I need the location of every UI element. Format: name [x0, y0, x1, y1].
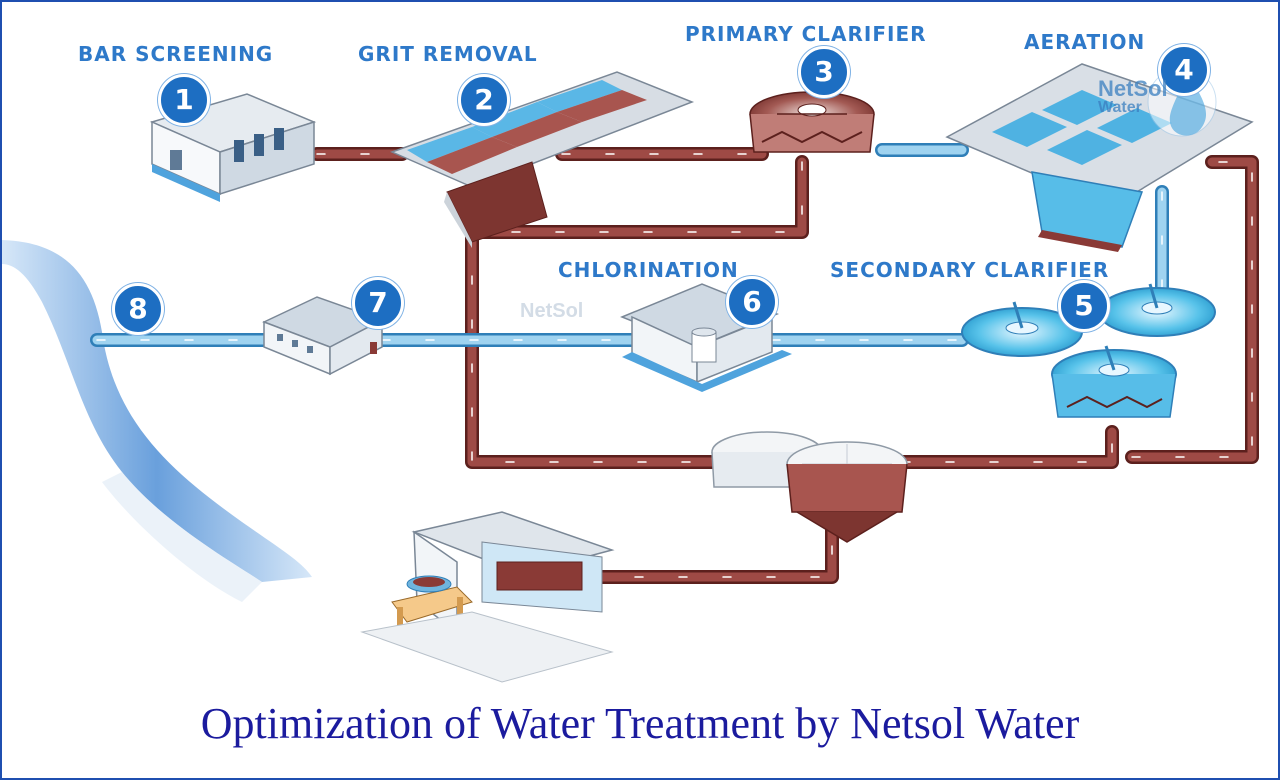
- stage-badge-1: 1: [158, 74, 210, 126]
- stage-badge-3: 3: [798, 46, 850, 98]
- stage-label-bar-screening: BAR SCREENING: [78, 42, 274, 66]
- sludge-dewatering-building: [360, 511, 615, 683]
- river-bank-shadow: [102, 472, 262, 602]
- stage-label-aeration: AERATION: [1024, 30, 1146, 54]
- outflow-building: [262, 296, 384, 376]
- stage-label-chlorination: CHLORINATION: [558, 258, 739, 282]
- stage-badge-5: 5: [1058, 280, 1110, 332]
- sludge-digesters: [711, 431, 908, 543]
- stage-label-primary-clarifier: PRIMARY CLARIFIER: [685, 22, 927, 46]
- stage-badge-4: 4: [1158, 44, 1210, 96]
- stage-badge-7: 7: [352, 277, 404, 329]
- watermark-brand-center: NetSol: [520, 300, 584, 322]
- chlorination-building: [620, 283, 792, 392]
- secondary-clarifier-tanks: [961, 283, 1216, 418]
- watermark-sub: Water: [1098, 99, 1142, 116]
- river: [2, 240, 312, 582]
- stage-badge-8: 8: [112, 283, 164, 335]
- stage-label-grit-removal: GRIT REMOVAL: [358, 42, 538, 66]
- stage-badge-6: 6: [726, 276, 778, 328]
- bar-screening-building: [149, 93, 317, 202]
- water-pipes: [90, 143, 1169, 347]
- sludge-pipes: [310, 147, 1259, 584]
- stage-label-secondary-clarifier: SECONDARY CLARIFIER: [830, 258, 1110, 282]
- watermark-brand: NetSol: [1098, 76, 1168, 101]
- page-title: Optimization of Water Treatment by Netso…: [200, 699, 1080, 748]
- stage-badge-2: 2: [458, 74, 510, 126]
- grit-removal-channels: [389, 71, 695, 248]
- primary-clarifier-tank: [749, 91, 875, 153]
